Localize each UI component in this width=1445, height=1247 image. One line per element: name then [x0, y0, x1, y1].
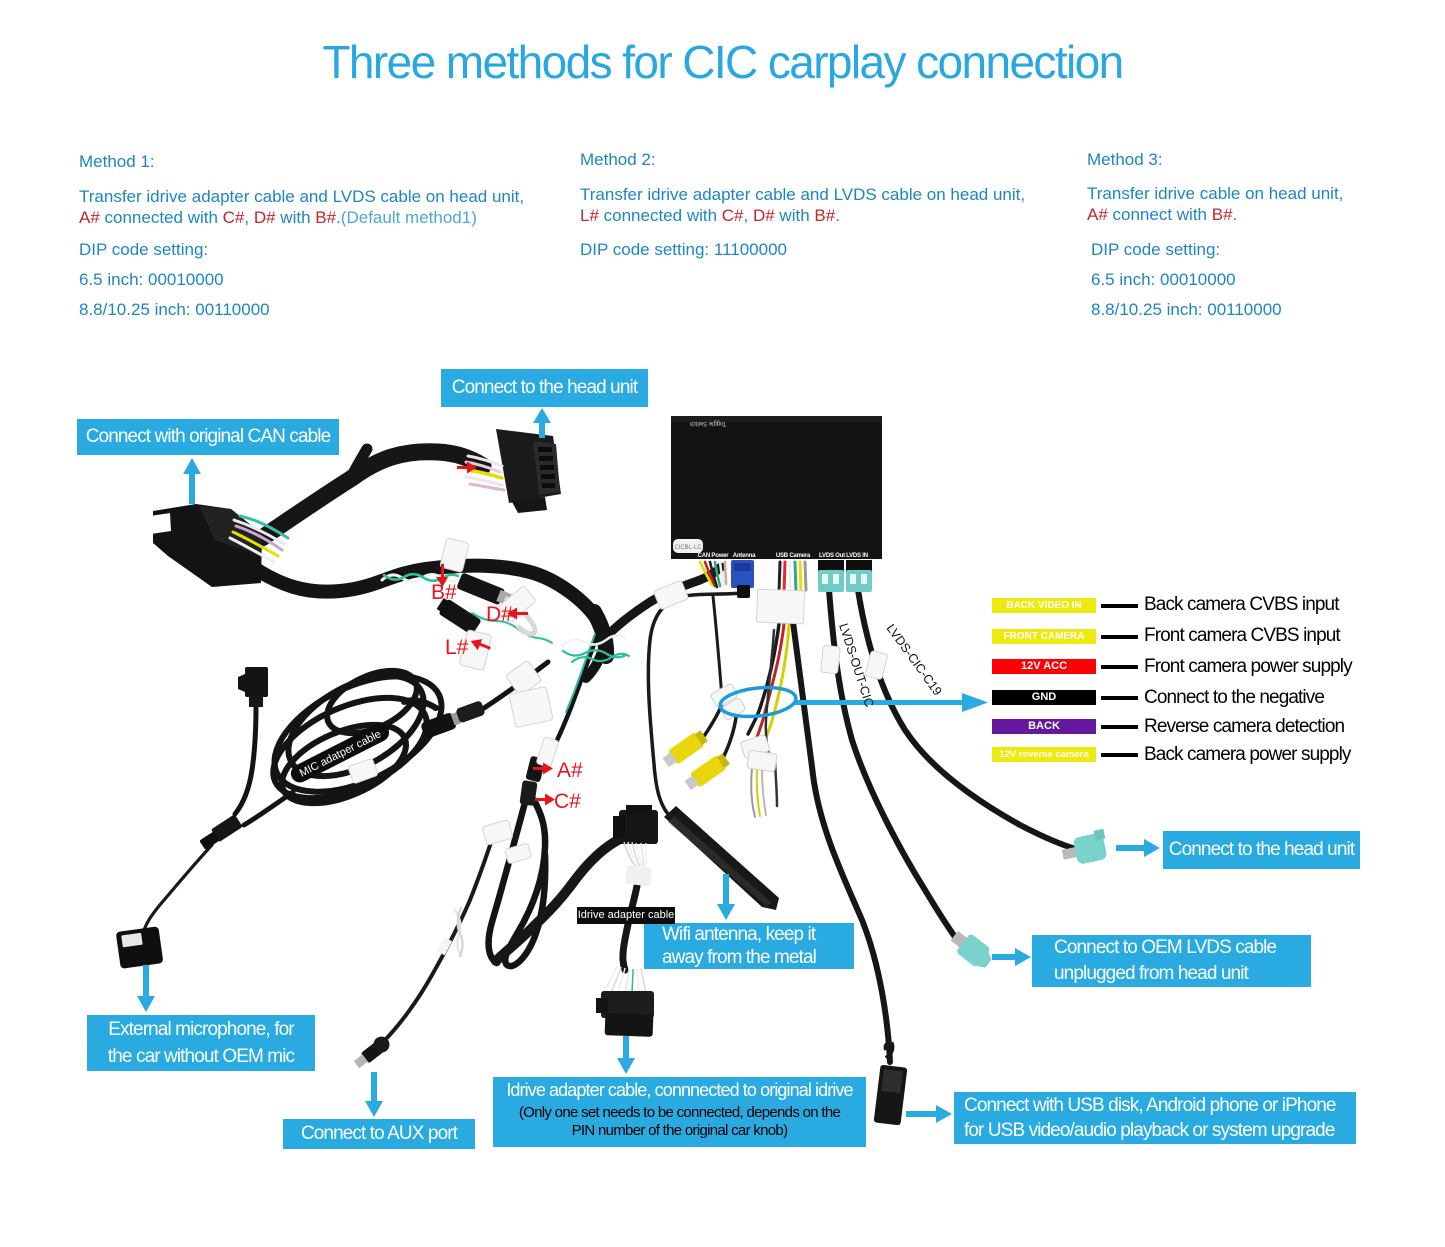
svg-text:Toggle Switch: Toggle Switch — [689, 420, 726, 426]
svg-text:CAN Power: CAN Power — [698, 553, 730, 559]
svg-text:LVDS Out: LVDS Out — [819, 553, 845, 559]
svg-text:Antenna: Antenna — [733, 553, 756, 559]
svg-text:CICBL-LC: CICBL-LC — [674, 545, 702, 551]
svg-text:A#: A# — [557, 759, 583, 782]
svg-text:D#: D# — [486, 603, 513, 626]
svg-text:USB Camera: USB Camera — [776, 553, 811, 559]
svg-text:B#: B# — [431, 581, 457, 604]
svg-text:C#: C# — [554, 790, 581, 813]
svg-text:L#: L# — [445, 636, 469, 659]
svg-text:LVDS IN: LVDS IN — [846, 553, 868, 559]
svg-text:LVDS-CIC-C19: LVDS-CIC-C19 — [884, 622, 945, 699]
